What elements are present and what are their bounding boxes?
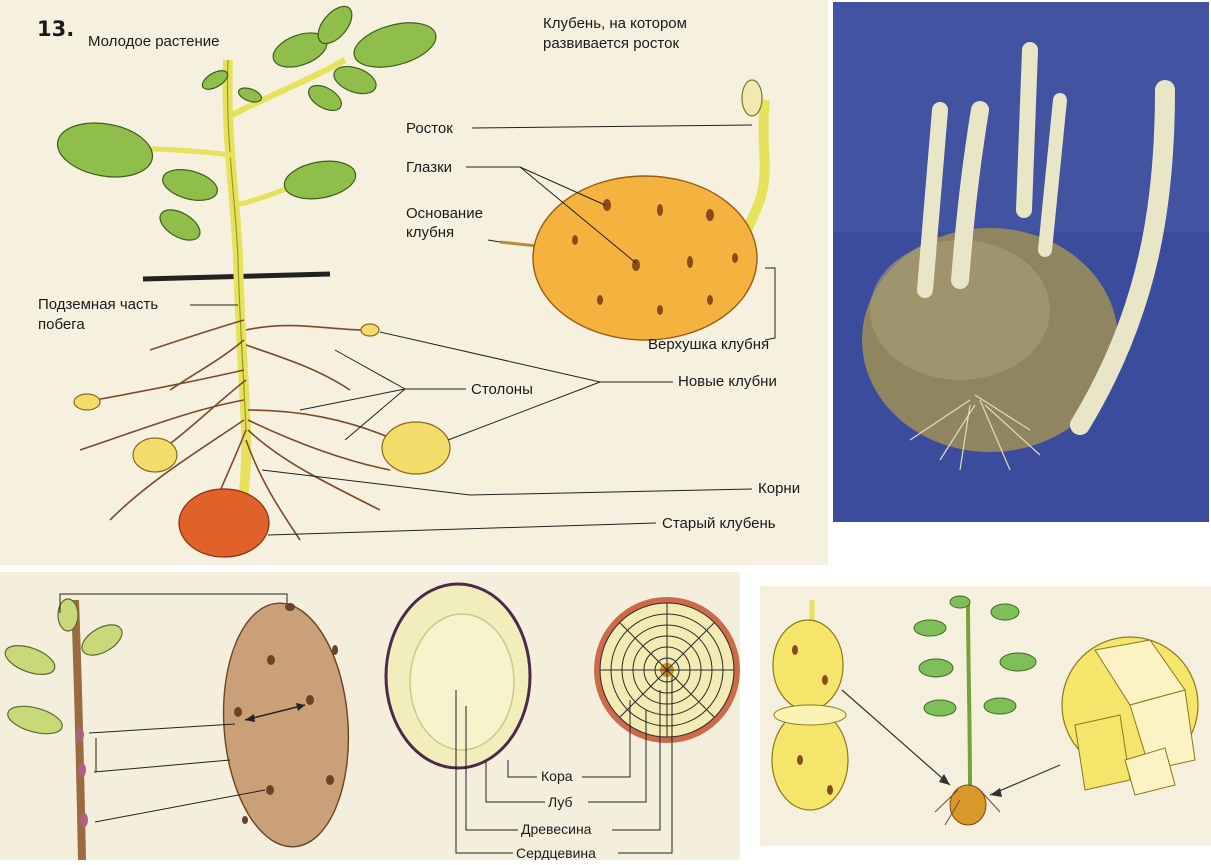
new-tuber [361, 324, 379, 336]
cut-tuber-top [773, 620, 843, 710]
leaf [984, 698, 1016, 714]
figure-number: 13. [37, 17, 74, 41]
label-old-tuber: Старый клубень [662, 515, 776, 532]
label-eyes: Глазки [406, 159, 452, 176]
label-stolons: Столоны [471, 381, 533, 398]
leaf [924, 700, 956, 716]
label-wood: Древесина [521, 821, 592, 837]
label-pith: Сердцевина [516, 845, 596, 860]
leaf [950, 596, 970, 608]
old-tuber [179, 489, 269, 557]
leaf [1000, 653, 1036, 671]
sprouting-tuber-body [533, 176, 757, 340]
leaf [991, 604, 1019, 620]
cut-tuber-face [774, 705, 846, 725]
label-roots: Корни [758, 480, 800, 497]
label-new-tubers: Новые клубни [678, 373, 777, 390]
label-phloem: Луб [548, 794, 573, 810]
new-tuber [74, 394, 100, 410]
label-bark: Кора [541, 768, 573, 784]
seedling-stem [968, 600, 970, 790]
stem-rays [600, 603, 734, 737]
new-tuber [382, 422, 450, 474]
leaf [914, 620, 946, 636]
label-sprout: Росток [406, 120, 453, 137]
photo-sprout [1024, 50, 1030, 210]
tuber-cross-section-inner [410, 614, 514, 750]
new-tuber [133, 438, 177, 472]
leaf [919, 659, 953, 677]
tuber-piece [1075, 715, 1130, 790]
label-tuber-apex: Верхушка клубня [648, 336, 769, 353]
sprout-tip [742, 80, 762, 116]
title-young-plant: Молодое растение [88, 33, 219, 50]
leaf [58, 599, 78, 631]
